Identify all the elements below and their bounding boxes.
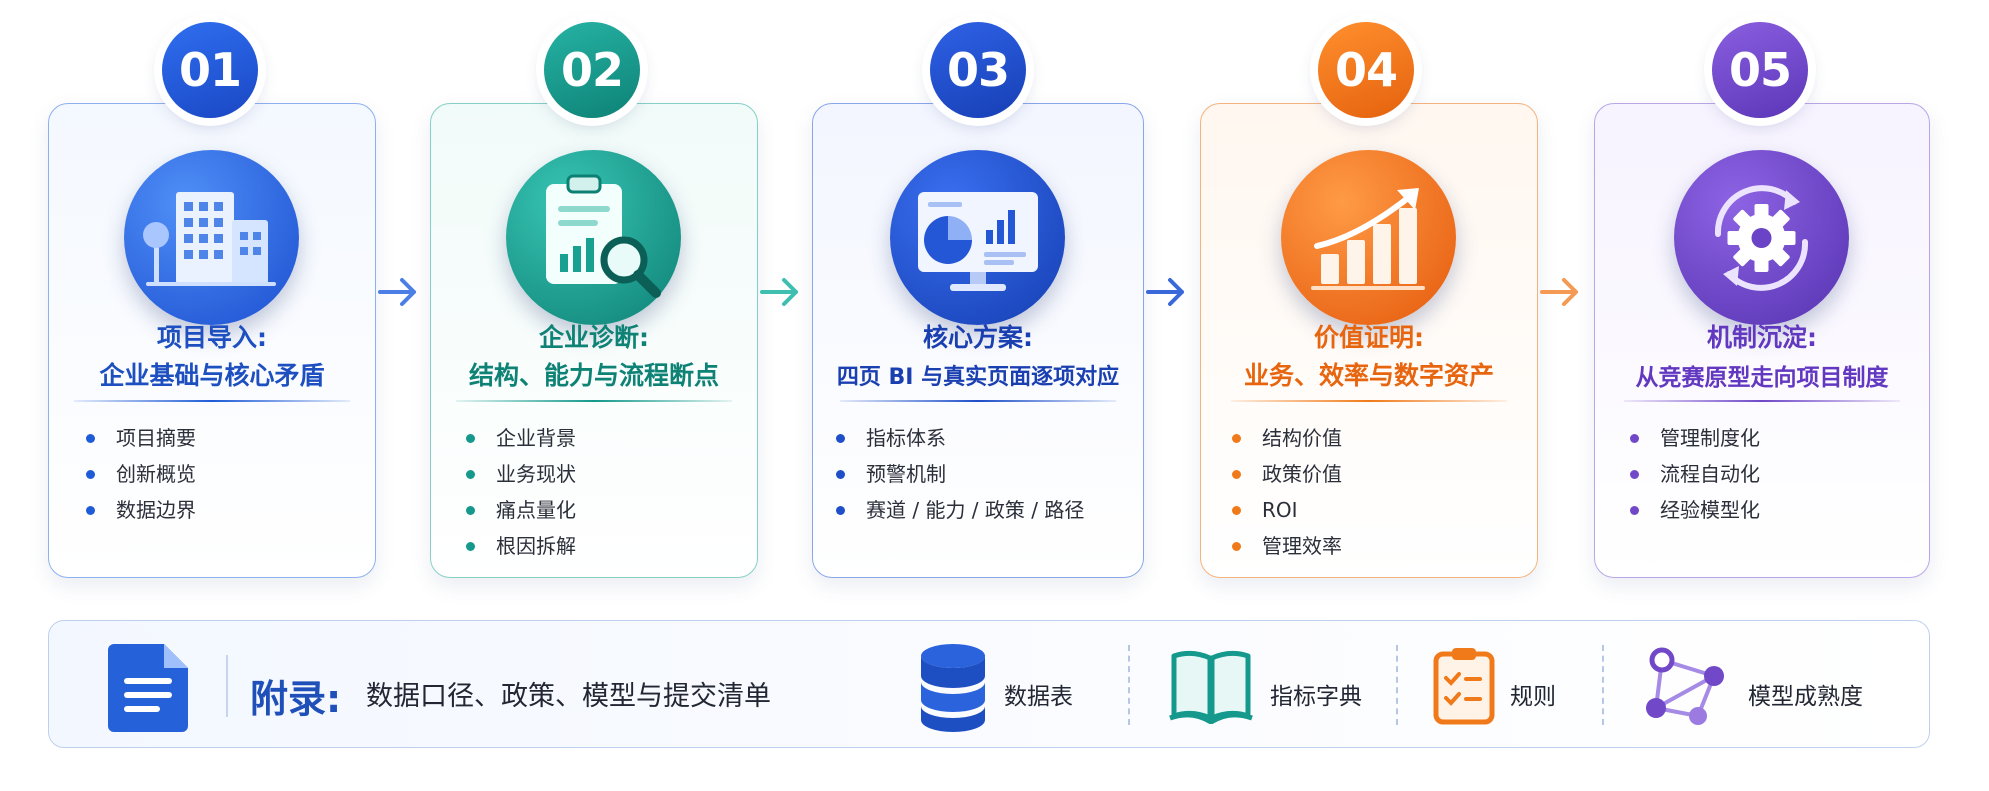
list-item: 管理效率 [1232, 528, 1342, 564]
dashboard-monitor-icon [890, 150, 1065, 325]
checklist-clipboard-icon [1433, 648, 1495, 725]
step-title-1: 项目导入: [157, 323, 267, 352]
list-item: 业务现状 [466, 456, 576, 492]
step-number-badge-5: 05 [1712, 22, 1808, 118]
step-items-2: 企业背景 业务现状 痛点量化 根因拆解 [466, 420, 576, 564]
appendix-panel [48, 620, 1930, 748]
step-number-badge-4: 04 [1318, 22, 1414, 118]
step-items-4: 结构价值 政策价值 ROI 管理效率 [1232, 420, 1342, 564]
list-item: 流程自动化 [1630, 456, 1760, 492]
list-item: 经验模型化 [1630, 492, 1760, 528]
step-subtitle-1: 企业基础与核心矛盾 [99, 361, 325, 390]
list-item-label: 政策价值 [1262, 462, 1342, 486]
list-item-label: 创新概览 [116, 462, 196, 486]
list-item: 管理制度化 [1630, 420, 1760, 456]
step-number-badge-2: 02 [544, 22, 640, 118]
appendix-item-model-maturity: 模型成熟度 [1748, 684, 1863, 710]
step-title-3: 核心方案: [923, 323, 1033, 352]
list-item-label: 痛点量化 [496, 498, 576, 522]
growth-chart-icon [1281, 150, 1456, 325]
building-icon [124, 150, 299, 325]
appendix-separator [1128, 645, 1130, 725]
list-item-label: ROI [1262, 498, 1298, 522]
list-item-label: 流程自动化 [1660, 462, 1760, 486]
appendix-separator [1396, 645, 1398, 725]
list-item-label: 管理效率 [1262, 534, 1342, 558]
list-item-label: 结构价值 [1262, 426, 1342, 450]
network-nodes-icon [1646, 647, 1724, 725]
list-item-label: 企业背景 [496, 426, 576, 450]
list-item: 结构价值 [1232, 420, 1342, 456]
appendix-description: 数据口径、政策、模型与提交清单 [366, 681, 771, 712]
arrow-right-icon [760, 278, 798, 306]
step-subtitle-2: 结构、能力与流程断点 [468, 361, 719, 390]
step-divider-1 [74, 400, 350, 402]
list-item: 痛点量化 [466, 492, 576, 528]
appendix-item-metric-dictionary: 指标字典 [1270, 684, 1362, 710]
document-icon [108, 644, 188, 732]
list-item: 创新概览 [86, 456, 196, 492]
step-subtitle-5: 从竞赛原型走向项目制度 [1635, 365, 1889, 391]
list-item-label: 业务现状 [496, 462, 576, 486]
appendix-label: 附录: [250, 677, 342, 721]
list-item: 项目摘要 [86, 420, 196, 456]
list-item: 数据边界 [86, 492, 196, 528]
step-divider-5 [1624, 400, 1900, 402]
list-item: 政策价值 [1232, 456, 1342, 492]
step-divider-3 [840, 400, 1116, 402]
list-item-label: 管理制度化 [1660, 426, 1760, 450]
database-icon [921, 644, 985, 732]
list-item: 指标体系 [836, 420, 1084, 456]
step-items-1: 项目摘要 创新概览 数据边界 [86, 420, 196, 528]
list-item: 预警机制 [836, 456, 1084, 492]
clipboard-search-icon [506, 150, 681, 325]
arrow-right-icon [1540, 278, 1578, 306]
list-item-label: 根因拆解 [496, 534, 576, 558]
list-item-label: 项目摘要 [116, 426, 196, 450]
arrow-right-icon [378, 278, 416, 306]
step-number-badge-3: 03 [930, 22, 1026, 118]
list-item: ROI [1232, 492, 1342, 528]
list-item-label: 数据边界 [116, 498, 196, 522]
step-title-4: 价值证明: [1314, 323, 1424, 352]
arrow-right-icon [1146, 278, 1184, 306]
step-items-3: 指标体系 预警机制 赛道 / 能力 / 政策 / 路径 [836, 420, 1084, 528]
step-subtitle-3: 四页 BI 与真实页面逐项对应 [836, 365, 1120, 390]
appendix-item-rules: 规则 [1510, 684, 1556, 710]
list-item: 根因拆解 [466, 528, 576, 564]
list-item-label: 指标体系 [866, 426, 946, 450]
list-item-label: 经验模型化 [1660, 498, 1760, 522]
list-item: 企业背景 [466, 420, 576, 456]
step-title-5: 机制沉淀: [1707, 323, 1817, 352]
appendix-item-data-table: 数据表 [1004, 684, 1073, 710]
step-title-2: 企业诊断: [539, 323, 649, 352]
appendix-divider [226, 655, 228, 717]
list-item-label: 预警机制 [866, 462, 946, 486]
appendix-separator [1602, 645, 1604, 725]
step-divider-2 [456, 400, 732, 402]
open-book-icon [1169, 650, 1253, 724]
list-item-label: 赛道 / 能力 / 政策 / 路径 [866, 498, 1085, 522]
gear-cycle-icon [1674, 150, 1849, 325]
step-subtitle-4: 业务、效率与数字资产 [1243, 361, 1494, 390]
list-item: 赛道 / 能力 / 政策 / 路径 [836, 492, 1084, 528]
step-divider-4 [1231, 400, 1507, 402]
step-items-5: 管理制度化 流程自动化 经验模型化 [1630, 420, 1760, 528]
step-number-badge-1: 01 [162, 22, 258, 118]
